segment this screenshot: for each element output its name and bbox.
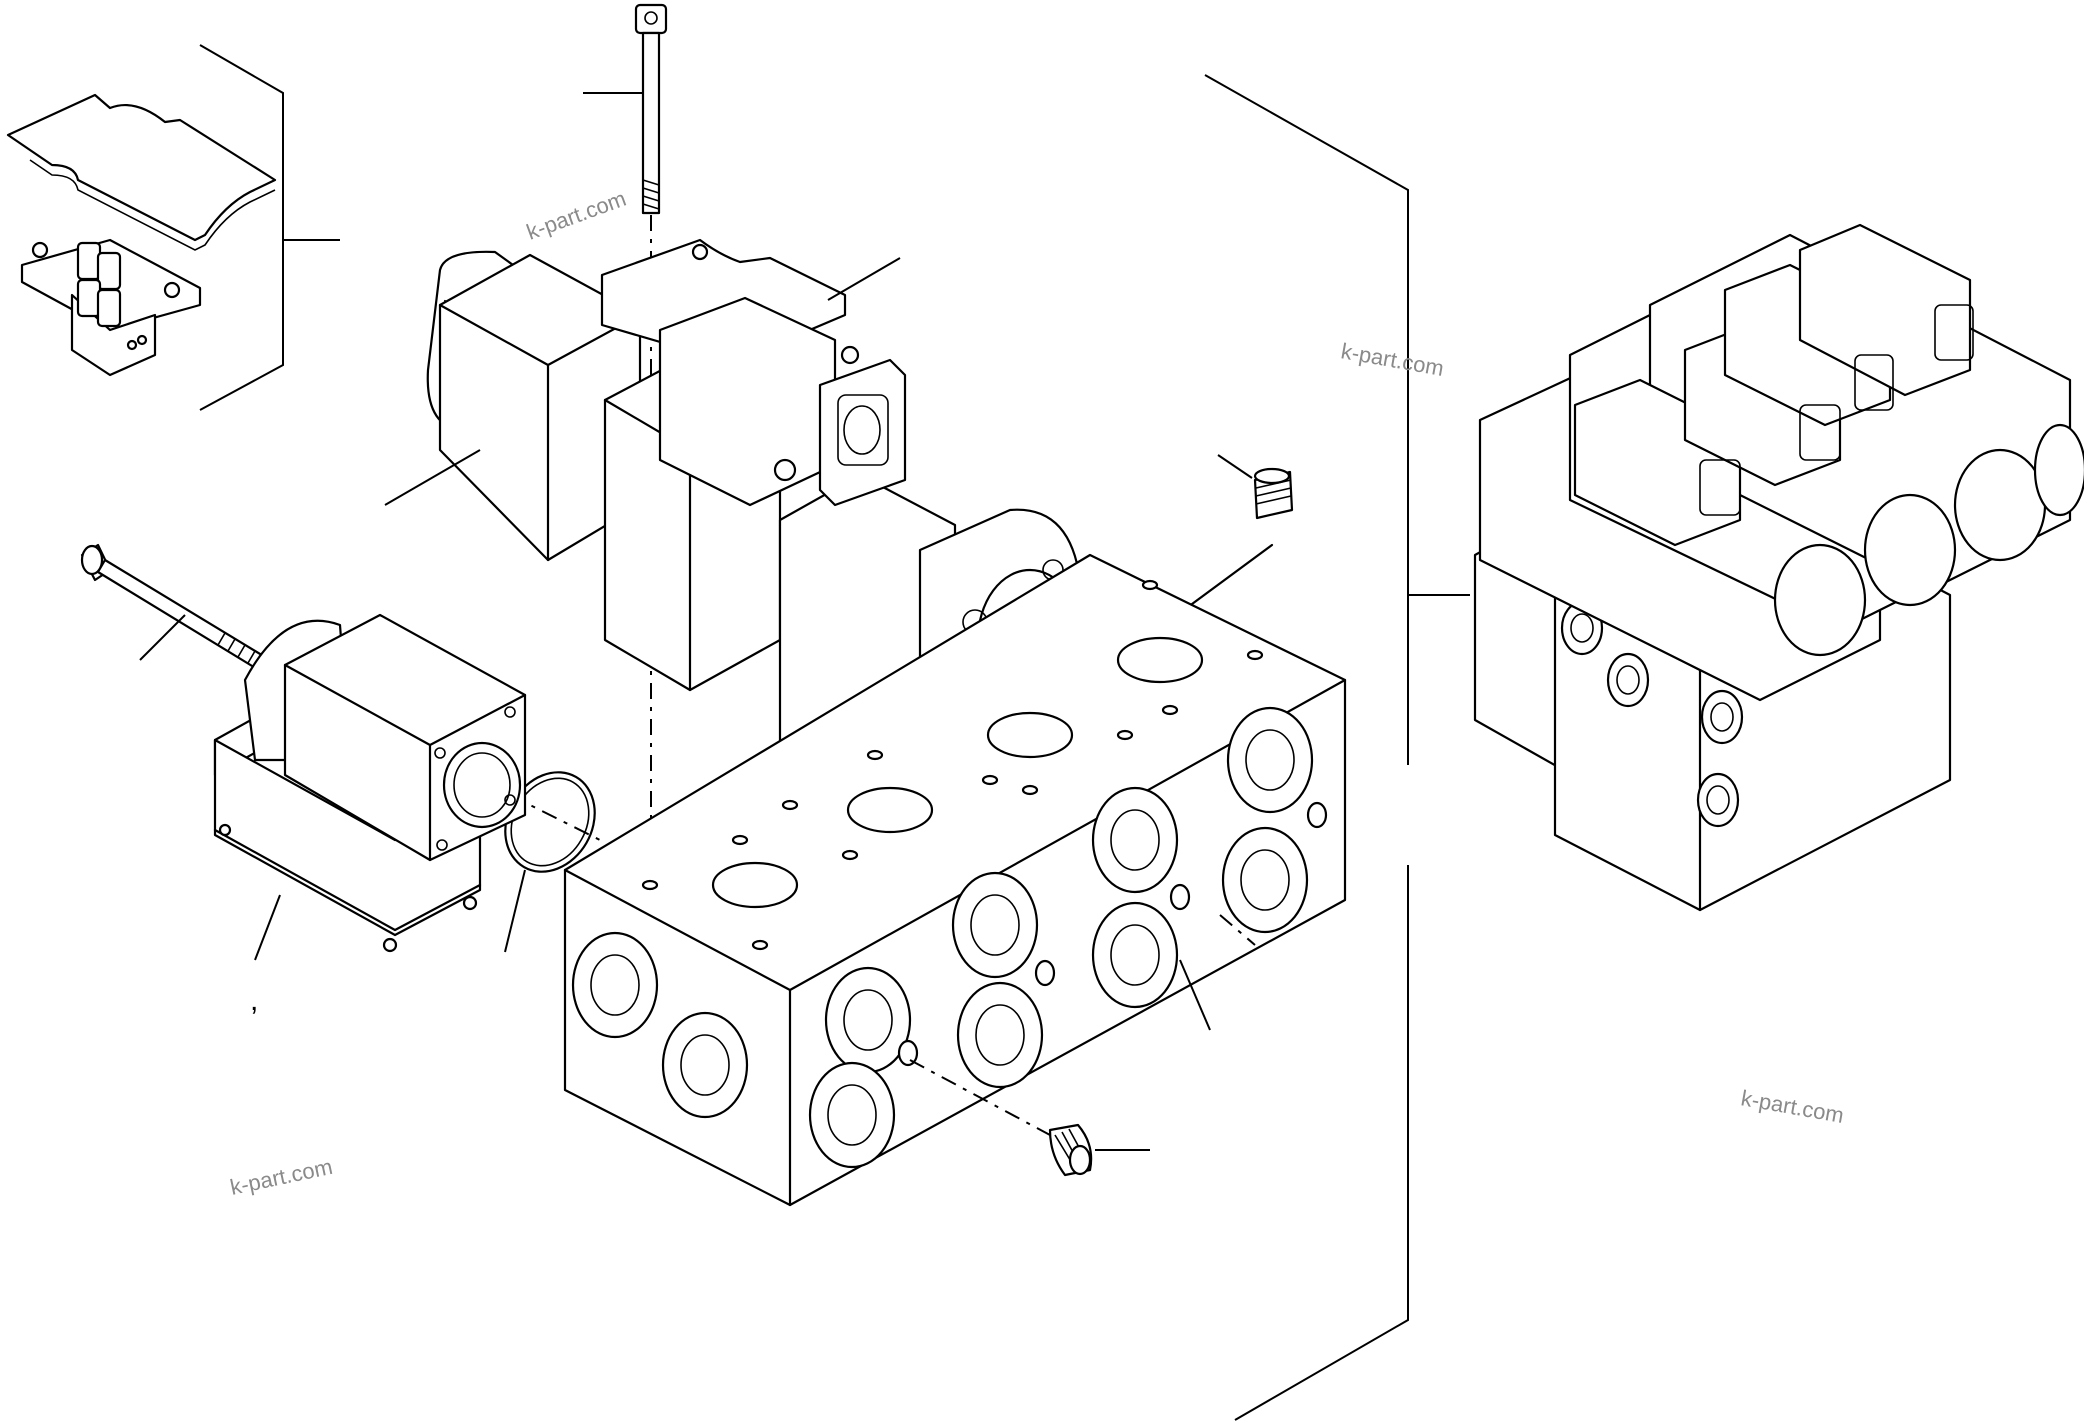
plug-front xyxy=(1048,1123,1150,1177)
assembled-valve-stack xyxy=(1473,223,2084,912)
side-bolt xyxy=(80,543,272,674)
manifold-block xyxy=(563,553,1347,1207)
terminal-block xyxy=(20,238,202,377)
bracket-gasket-kit xyxy=(199,44,340,411)
solenoid-coil: , xyxy=(213,613,527,1017)
plug-axis-line xyxy=(909,1059,1051,1136)
watermark: k-part.com xyxy=(523,186,629,245)
oring-axis-line xyxy=(509,794,601,841)
leader-valve-left xyxy=(384,449,481,506)
watermark: k-part.com xyxy=(228,1154,335,1200)
vertical-bolt xyxy=(583,3,668,215)
gasket-plate xyxy=(6,93,277,251)
bracket-valve-assembly xyxy=(1204,74,1470,1421)
watermark: k-part.com xyxy=(1339,338,1446,381)
stray-mark: , xyxy=(250,984,258,1017)
watermark: k-part.com xyxy=(1739,1085,1846,1128)
port-axis-line xyxy=(1219,914,1256,946)
